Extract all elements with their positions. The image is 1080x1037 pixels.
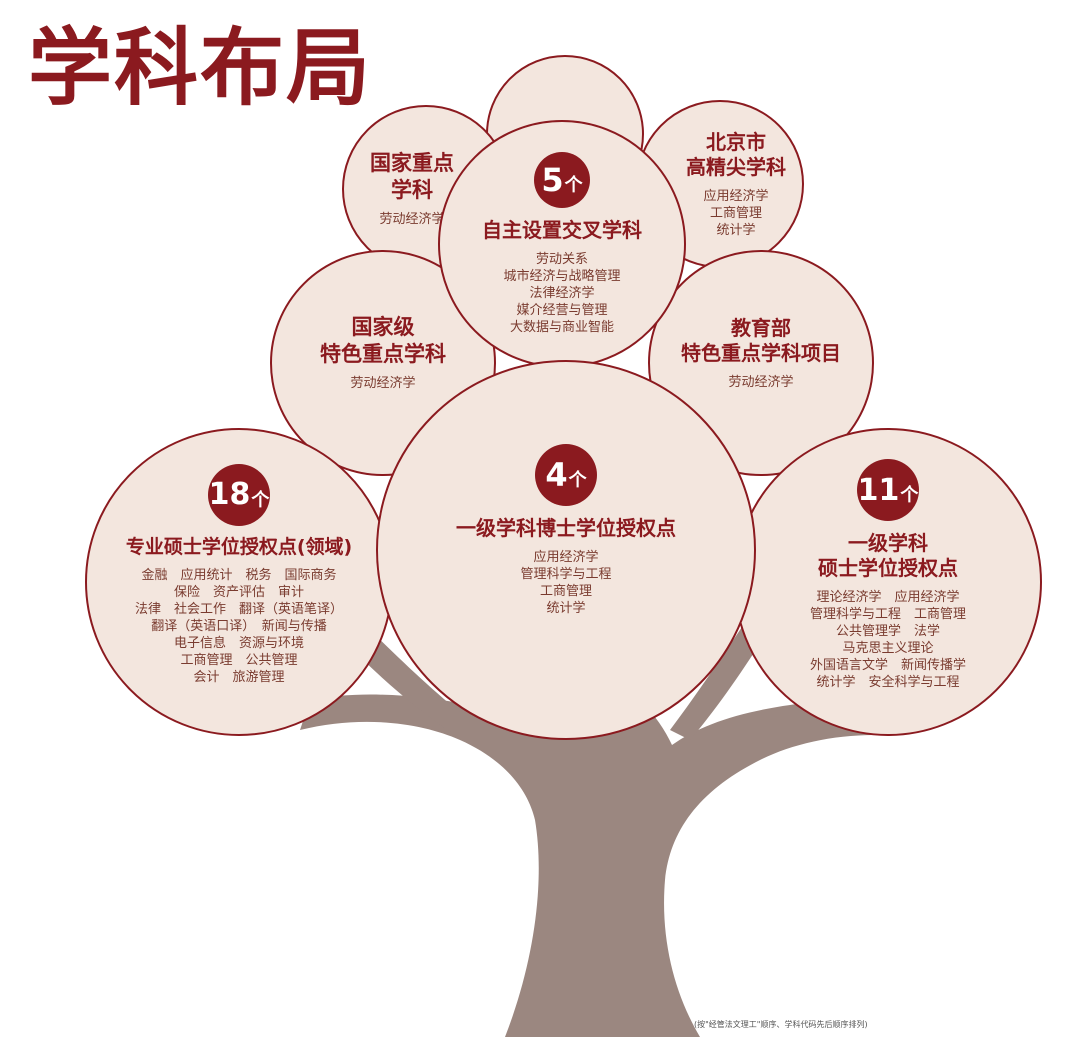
national-key-title: 国家重点 学科 xyxy=(370,151,454,202)
list-item: 金融 应用统计 税务 国际商务 xyxy=(141,568,337,584)
list-item: 劳动关系 xyxy=(535,252,588,267)
list-item: 法律 社会工作 翻译（英语笔译） xyxy=(134,602,343,618)
list-item: 电子信息 资源与环境 xyxy=(173,636,304,652)
doctoral-items: 应用经济学 管理科学与工程 工商管理 统计学 xyxy=(520,549,611,617)
list-item: 理论经济学 应用经济学 xyxy=(816,590,960,605)
list-item: 法律经济学 xyxy=(529,286,595,301)
page-title: 学科布局 xyxy=(28,19,373,117)
list-item: 劳动经济学 xyxy=(379,211,445,227)
list-item: 外国语言文学 新闻传播学 xyxy=(809,658,966,673)
list-item: 统计学 xyxy=(716,222,756,238)
master-items: 理论经济学 应用经济学 管理科学与工程 工商管理 公共管理学 法学 马克思主义理… xyxy=(810,589,966,691)
list-item: 劳动经济学 xyxy=(728,374,794,390)
count-value: 11 xyxy=(857,472,900,508)
list-item: 管理科学与工程 工商管理 xyxy=(809,607,966,622)
list-item: 管理科学与工程 xyxy=(520,566,612,582)
count-value: 18 xyxy=(208,477,251,513)
list-item: 统计学 xyxy=(546,600,586,616)
list-item: 劳动经济学 xyxy=(350,375,416,391)
national-featured-items: 劳动经济学 xyxy=(350,375,415,392)
count-value: 4 xyxy=(545,455,568,494)
list-item: 翻译（英语口译） 新闻与传播 xyxy=(151,619,327,635)
self-set-items: 劳动关系 城市经济与战略管理 法律经济学 媒介经营与管理 大数据与商业智能 xyxy=(503,251,620,336)
list-item: 统计学 安全科学与工程 xyxy=(816,675,960,690)
list-item: 工商管理 公共管理 xyxy=(180,653,298,669)
professional-master-title: 专业硕士学位授权点(领域) xyxy=(125,535,353,558)
count-unit: 个 xyxy=(564,175,583,196)
count-unit: 个 xyxy=(568,469,587,491)
list-item: 应用经济学 xyxy=(703,188,769,204)
self-set-title: 自主设置交叉学科 xyxy=(482,218,642,242)
moe-featured-title: 教育部 特色重点学科项目 xyxy=(681,315,841,365)
count-value: 5 xyxy=(541,161,564,199)
count-unit: 个 xyxy=(251,489,270,511)
count-unit: 个 xyxy=(900,485,919,506)
beijing-items: 应用经济学 工商管理 统计学 xyxy=(703,188,768,239)
list-item: 会计 旅游管理 xyxy=(193,670,285,686)
list-item: 工商管理 xyxy=(709,205,762,221)
national-featured-title: 国家级 特色重点学科 xyxy=(320,315,446,366)
beijing-title: 北京市 高精尖学科 xyxy=(686,129,786,179)
list-item: 保险 资产评估 审计 xyxy=(173,585,304,601)
list-item: 工商管理 xyxy=(539,583,592,599)
national-key-items: 劳动经济学 xyxy=(379,211,444,228)
tree-trunk xyxy=(300,694,875,1037)
footnote: (按"经管法文理工"顺序、学科代码先后顺序排列) xyxy=(694,1020,868,1029)
list-item: 应用经济学 xyxy=(533,549,599,565)
list-item: 大数据与商业智能 xyxy=(509,320,614,335)
list-item: 公共管理学 法学 xyxy=(835,624,940,639)
list-item: 媒介经营与管理 xyxy=(516,303,608,318)
doctoral-title: 一级学科博士学位授权点 xyxy=(456,515,676,540)
list-item: 城市经济与战略管理 xyxy=(503,269,621,284)
list-item: 马克思主义理论 xyxy=(842,641,934,656)
master-title: 一级学科 硕士学位授权点 xyxy=(818,531,958,580)
professional-master-items: 金融 应用统计 税务 国际商务 保险 资产评估 审计 法律 社会工作 翻译（英语… xyxy=(135,567,343,686)
moe-featured-items: 劳动经济学 xyxy=(728,374,793,391)
